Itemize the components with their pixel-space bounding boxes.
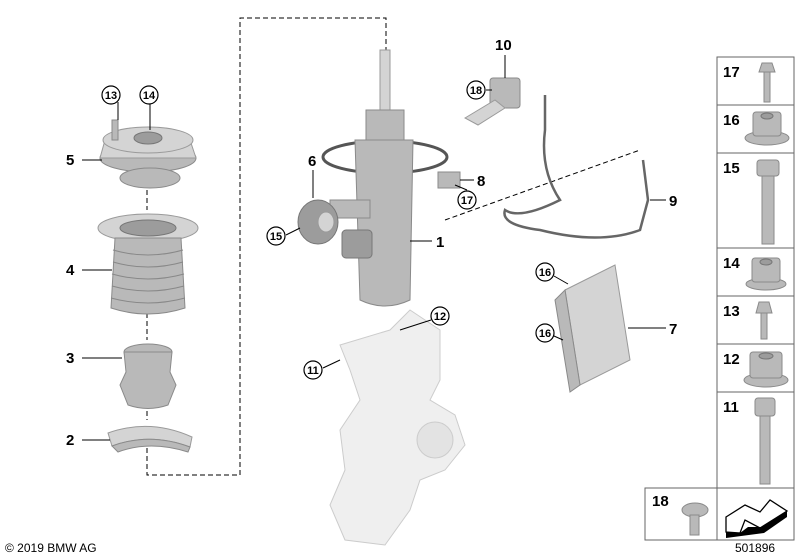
part-shock-absorber[interactable] xyxy=(321,49,449,307)
callout-1: 1 xyxy=(436,234,444,251)
bolt-icon-17 xyxy=(758,62,776,103)
panel-label-15: 15 xyxy=(723,160,740,177)
circled-callout-16: 16 xyxy=(539,328,551,340)
panel-label-17: 17 xyxy=(723,64,740,81)
panel-label-11: 11 xyxy=(723,399,739,416)
part-steering-knuckle[interactable] xyxy=(329,309,466,546)
callout-5: 5 xyxy=(66,152,74,169)
callout-7: 7 xyxy=(669,321,677,338)
fastener-panel-labels: 17 16 15 14 13 12 11 18 xyxy=(652,64,740,510)
fastener-icons xyxy=(681,62,790,538)
nut-icon-12 xyxy=(743,351,789,388)
screw-icon-18 xyxy=(681,502,709,536)
part-bump-stop[interactable] xyxy=(119,343,177,409)
callout-6: 6 xyxy=(308,153,316,170)
part-sensor-wire[interactable] xyxy=(503,95,650,239)
panel-label-18: 18 xyxy=(652,493,669,510)
callout-4: 4 xyxy=(66,262,75,279)
part-protective-boot[interactable] xyxy=(97,213,199,315)
bolt-icon-11 xyxy=(754,397,776,485)
nut-icon-14 xyxy=(745,257,787,291)
nut-icon-16 xyxy=(744,111,790,146)
circled-callout-13: 13 xyxy=(105,90,117,102)
part-spring-seat[interactable] xyxy=(107,425,193,453)
assembly-dashed-line xyxy=(146,17,387,476)
circled-callouts xyxy=(101,80,555,380)
circled-callout-18: 18 xyxy=(470,85,482,97)
circled-callout-11: 11 xyxy=(307,365,319,377)
panel-label-13: 13 xyxy=(723,303,740,320)
circled-callout-14: 14 xyxy=(143,90,156,102)
callout-9: 9 xyxy=(669,193,677,210)
sensor-dashed-line xyxy=(444,149,641,221)
copyright-text: © 2019 BMW AG xyxy=(5,541,97,555)
circled-callout-15: 15 xyxy=(270,231,282,243)
callout-8: 8 xyxy=(477,173,485,190)
part-control-unit[interactable] xyxy=(554,264,631,393)
callout-10: 10 xyxy=(495,37,512,54)
part-strut-mount[interactable] xyxy=(99,119,197,189)
bolt-icon-13 xyxy=(755,301,773,340)
bolt-icon-15 xyxy=(756,159,780,245)
circled-callout-16: 16 xyxy=(539,267,551,279)
panel-label-12: 12 xyxy=(723,351,740,368)
leader-lines xyxy=(82,55,666,441)
diagram-number: 501896 xyxy=(735,541,776,555)
circled-callout-17: 17 xyxy=(461,195,473,207)
panel-label-16: 16 xyxy=(723,112,740,129)
panel-label-14: 14 xyxy=(723,255,740,272)
part-sensor-bracket[interactable] xyxy=(463,77,521,126)
part-rubber-bushing[interactable] xyxy=(297,199,339,245)
callout-3: 3 xyxy=(66,350,74,367)
circled-callout-12: 12 xyxy=(434,311,446,323)
callout-2: 2 xyxy=(66,432,74,449)
fastener-panel xyxy=(644,56,795,541)
